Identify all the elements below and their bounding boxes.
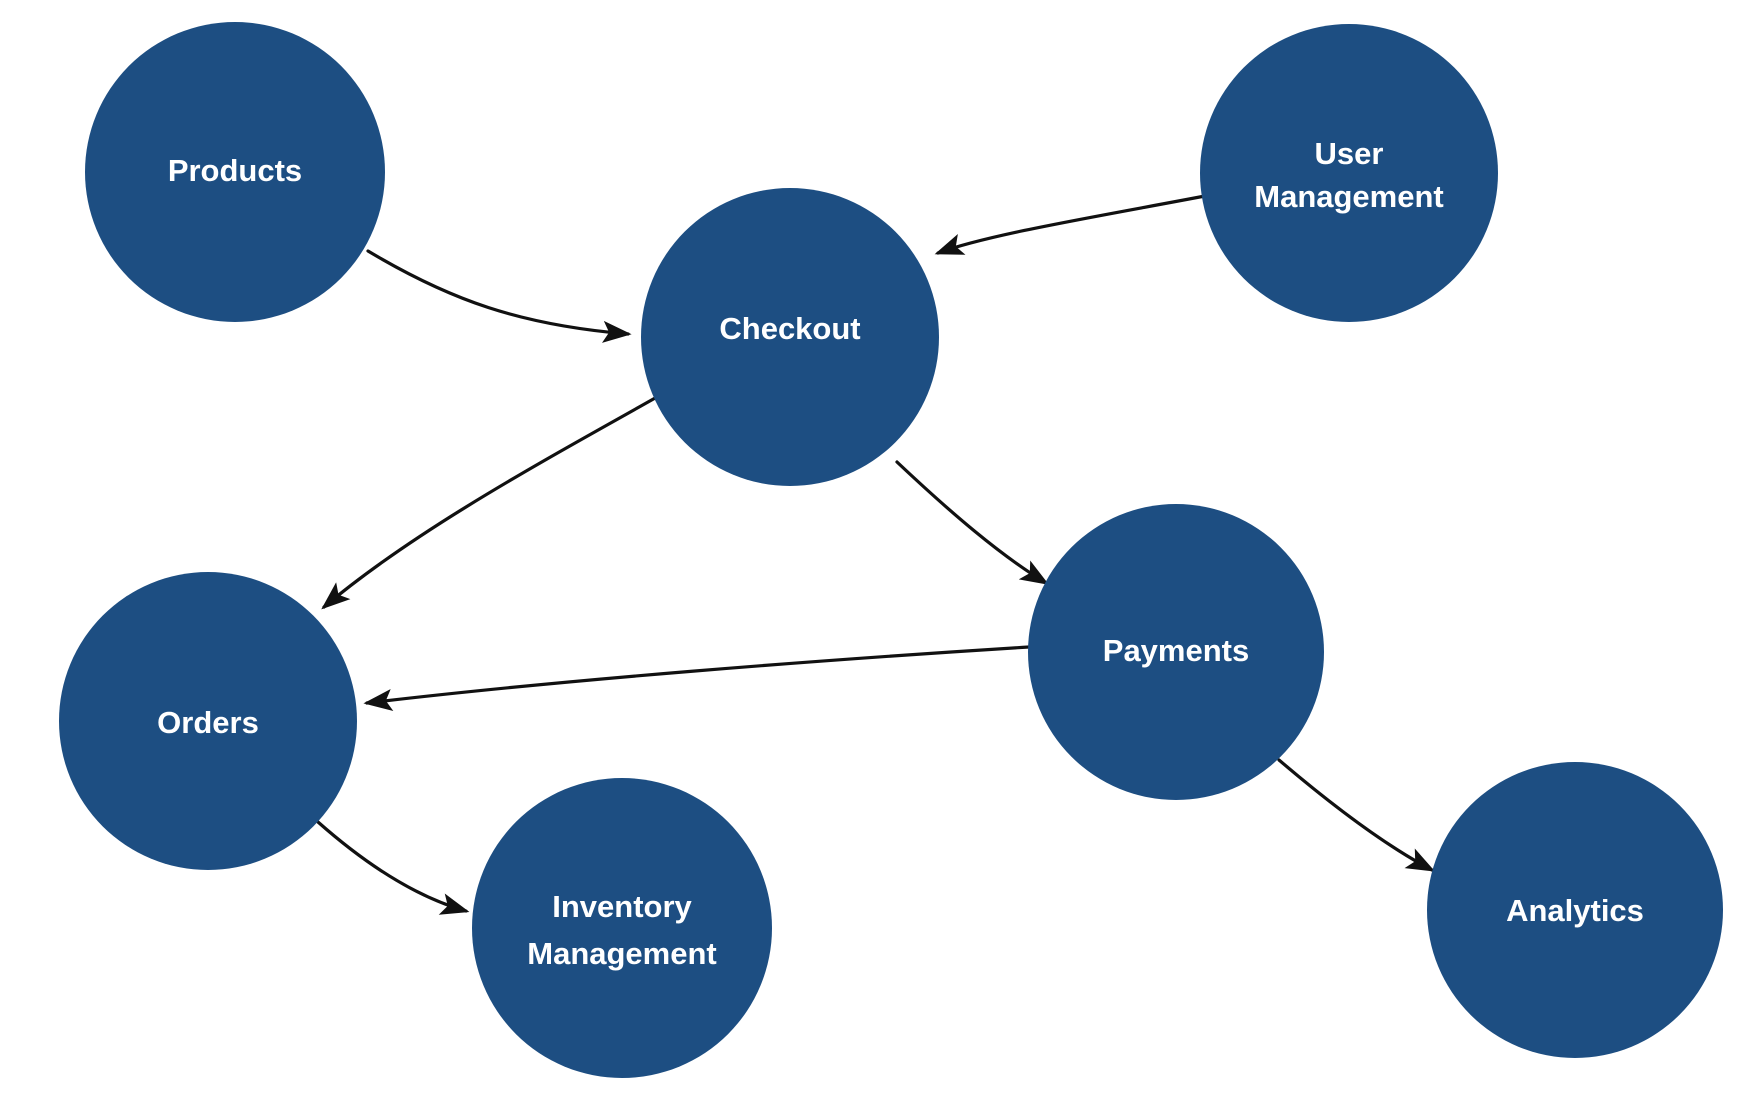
node-orders[interactable]: Orders — [59, 572, 357, 870]
edge-checkout-to-orders-hitarea[interactable] — [324, 393, 664, 607]
node-payments-circle[interactable] — [1028, 504, 1324, 800]
edge-products-to-checkout-hitarea[interactable] — [368, 251, 628, 334]
node-inventory-management-circle[interactable] — [472, 778, 772, 1078]
edge-payments-to-orders-path — [363, 645, 1031, 711]
edge-payments-to-analytics-path — [1277, 758, 1436, 872]
edge-checkout-to-payments[interactable] — [895, 460, 1050, 585]
edge-payments-to-orders-hitarea[interactable] — [367, 647, 1029, 703]
node-orders-circle[interactable] — [59, 572, 357, 870]
node-checkout[interactable]: Checkout — [641, 188, 939, 486]
node-layer: Products Checkout User Management Orders… — [59, 22, 1723, 1078]
node-inventory-management[interactable]: Inventory Management — [472, 778, 772, 1078]
node-checkout-circle[interactable] — [641, 188, 939, 486]
edge-layer — [316, 194, 1436, 915]
edge-payments-to-orders[interactable] — [363, 645, 1031, 711]
edge-user-management-to-checkout-path — [934, 194, 1207, 255]
edge-payments-to-analytics[interactable] — [1277, 758, 1436, 872]
node-products-circle[interactable] — [85, 22, 385, 322]
edge-checkout-to-orders-path — [321, 391, 666, 610]
edge-products-to-checkout-path — [366, 249, 632, 343]
node-analytics[interactable]: Analytics — [1427, 762, 1723, 1058]
edge-orders-to-inventory-management-path — [316, 820, 470, 915]
node-user-management[interactable]: User Management — [1200, 24, 1498, 322]
edge-orders-to-inventory-management-hitarea[interactable] — [318, 822, 466, 911]
edge-checkout-to-payments-path — [895, 460, 1050, 585]
edge-checkout-to-payments-hitarea[interactable] — [897, 462, 1046, 583]
node-user-management-circle[interactable] — [1200, 24, 1498, 322]
edge-payments-to-analytics-hitarea[interactable] — [1279, 760, 1432, 870]
edge-products-to-checkout[interactable] — [366, 249, 632, 343]
edge-user-management-to-checkout[interactable] — [934, 194, 1207, 255]
edge-orders-to-inventory-management[interactable] — [316, 820, 470, 915]
edge-checkout-to-orders[interactable] — [321, 391, 666, 610]
edge-user-management-to-checkout-hitarea[interactable] — [938, 196, 1205, 253]
node-analytics-circle[interactable] — [1427, 762, 1723, 1058]
node-payments[interactable]: Payments — [1028, 504, 1324, 800]
node-products[interactable]: Products — [85, 22, 385, 322]
